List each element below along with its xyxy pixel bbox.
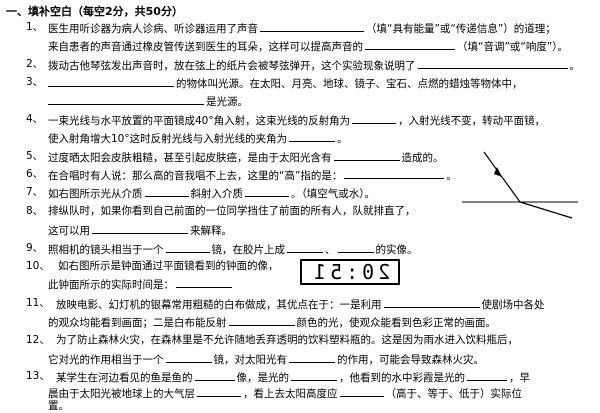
question-text: 过度晒太阳会皮肤粗糙，甚至引起皮肤癌，是由于太阳光含有造成的。: [48, 149, 444, 165]
question-number: 5、: [26, 150, 44, 162]
answer-blank[interactable]: [48, 93, 204, 105]
answer-blank[interactable]: [245, 185, 289, 197]
answer-blank[interactable]: [92, 222, 188, 234]
answer-blank[interactable]: [365, 38, 455, 50]
question-text: 是光源。: [48, 93, 248, 109]
answer-blank[interactable]: [176, 276, 232, 288]
answer-blank[interactable]: [352, 112, 397, 124]
question-text: 如右图所示光从介质斜射入介质。（填空气或水）。: [48, 185, 375, 201]
arrow-icon: [494, 167, 502, 177]
answer-blank[interactable]: [197, 385, 241, 397]
answer-blank[interactable]: [165, 351, 212, 363]
question-text: 的物体叫光源。在太阳、月亮、地球、镜子、宝石、点燃的蜡烛等物体中，: [48, 75, 523, 91]
answer-blank[interactable]: [344, 167, 445, 179]
answer-blank[interactable]: [337, 241, 374, 253]
question-text: 它对光的作用相当于一个镜，对太阳光有的作用，可能会导致森林火灾。: [48, 351, 484, 367]
answer-blank[interactable]: [333, 149, 400, 161]
answer-blank[interactable]: [467, 369, 507, 381]
answer-blank[interactable]: [194, 369, 235, 381]
question-text: 在合唱时有人说：那么高的音我唱不上去，这里的“高”指的是：。: [48, 167, 457, 183]
question-number: 9、: [26, 242, 44, 254]
question-number: 2、: [26, 58, 44, 70]
clock-digits: 20:51: [309, 260, 391, 284]
question-number: 7、: [26, 186, 44, 198]
answer-blank[interactable]: [144, 185, 189, 197]
question-text: 使入射角增大10°这时反射光线与入射光线的夹角为。: [48, 130, 348, 146]
question-number: 10、: [26, 260, 50, 272]
question-number: 12、: [26, 334, 50, 346]
question-text: 此钟面所示的实际时间是：: [48, 276, 234, 292]
question-text: 拨动古他琴弦发出声音时，放在弦上的纸片会被琴弦弹开，这个实验现象说明了。: [48, 57, 580, 73]
question-number: 8、: [26, 205, 44, 217]
question-text: 这可以用来解释。: [48, 222, 232, 238]
question-text: 置。: [48, 400, 69, 412]
question-text: 如右图所示是钟面通过平面镜看到的钟面的像，: [58, 260, 279, 272]
question-text: 晨由于太阳光被地球上的大气层，看上去太阳高度应（高于、等于、低于）实际位: [48, 385, 522, 401]
question-text: 某学生在河边看见的鱼是鱼的像，是光的，他看到的水中彩霞是光的，早: [56, 369, 530, 385]
question-text: 排纵队时，如果你看到自己前面的一位同学挡住了前面的所有人，队就排直了，: [48, 205, 416, 217]
answer-blank[interactable]: [289, 130, 336, 142]
answer-blank[interactable]: [289, 351, 335, 363]
question-number: 1、: [26, 21, 44, 33]
answer-blank[interactable]: [165, 241, 210, 253]
question-text: 医生用听诊器为病人诊病、听诊器运用了声音（填“具有能量”或“传递信息”）的道理；: [48, 20, 556, 36]
answer-blank[interactable]: [48, 75, 174, 87]
answer-blank[interactable]: [383, 296, 480, 308]
answer-blank[interactable]: [417, 57, 568, 69]
answer-blank[interactable]: [287, 241, 323, 253]
section-title: 一、填补空白（每空2分，共50分）: [6, 5, 183, 18]
question-text: 一束光线与水平放置的平面镜成40°角入射，这束光线的反射角为，入射光线不变，转动…: [48, 112, 545, 128]
answer-blank[interactable]: [291, 369, 337, 381]
question-text: 照相机的镜头相当于一个镜，在胶片上成、的实像。: [48, 241, 418, 257]
refraction-diagram: [462, 151, 578, 219]
answer-blank[interactable]: [260, 20, 364, 32]
refracted-ray: [519, 201, 573, 219]
question-text: 来自患者的声音通过橡皮管传送到医生的耳朵，这样可以提高声音的（填“音调”或“响度…: [48, 38, 568, 54]
answer-blank[interactable]: [228, 314, 295, 326]
question-text: 为了防止森林火灾，在森林里是不允许随地丢弃透明的饮料塑料瓶的。这是因为雨水进入饮…: [56, 334, 518, 346]
question-number: 11、: [26, 297, 50, 309]
question-text: 的观众均能看到画面；二是白布能反射颜色的光，使观众能看到色彩正常的画面。: [48, 314, 496, 330]
question-text: 放映电影、幻灯机的银幕常用粗糙的白布做成，其优点在于：一是利用使剧场中各处: [56, 296, 545, 312]
question-number: 3、: [26, 76, 44, 88]
question-number: 4、: [26, 113, 44, 125]
answer-blank[interactable]: [339, 385, 384, 397]
mirrored-clock-figure: 20:51: [300, 259, 400, 285]
question-number: 6、: [26, 168, 44, 180]
question-number: 13、: [26, 370, 50, 382]
